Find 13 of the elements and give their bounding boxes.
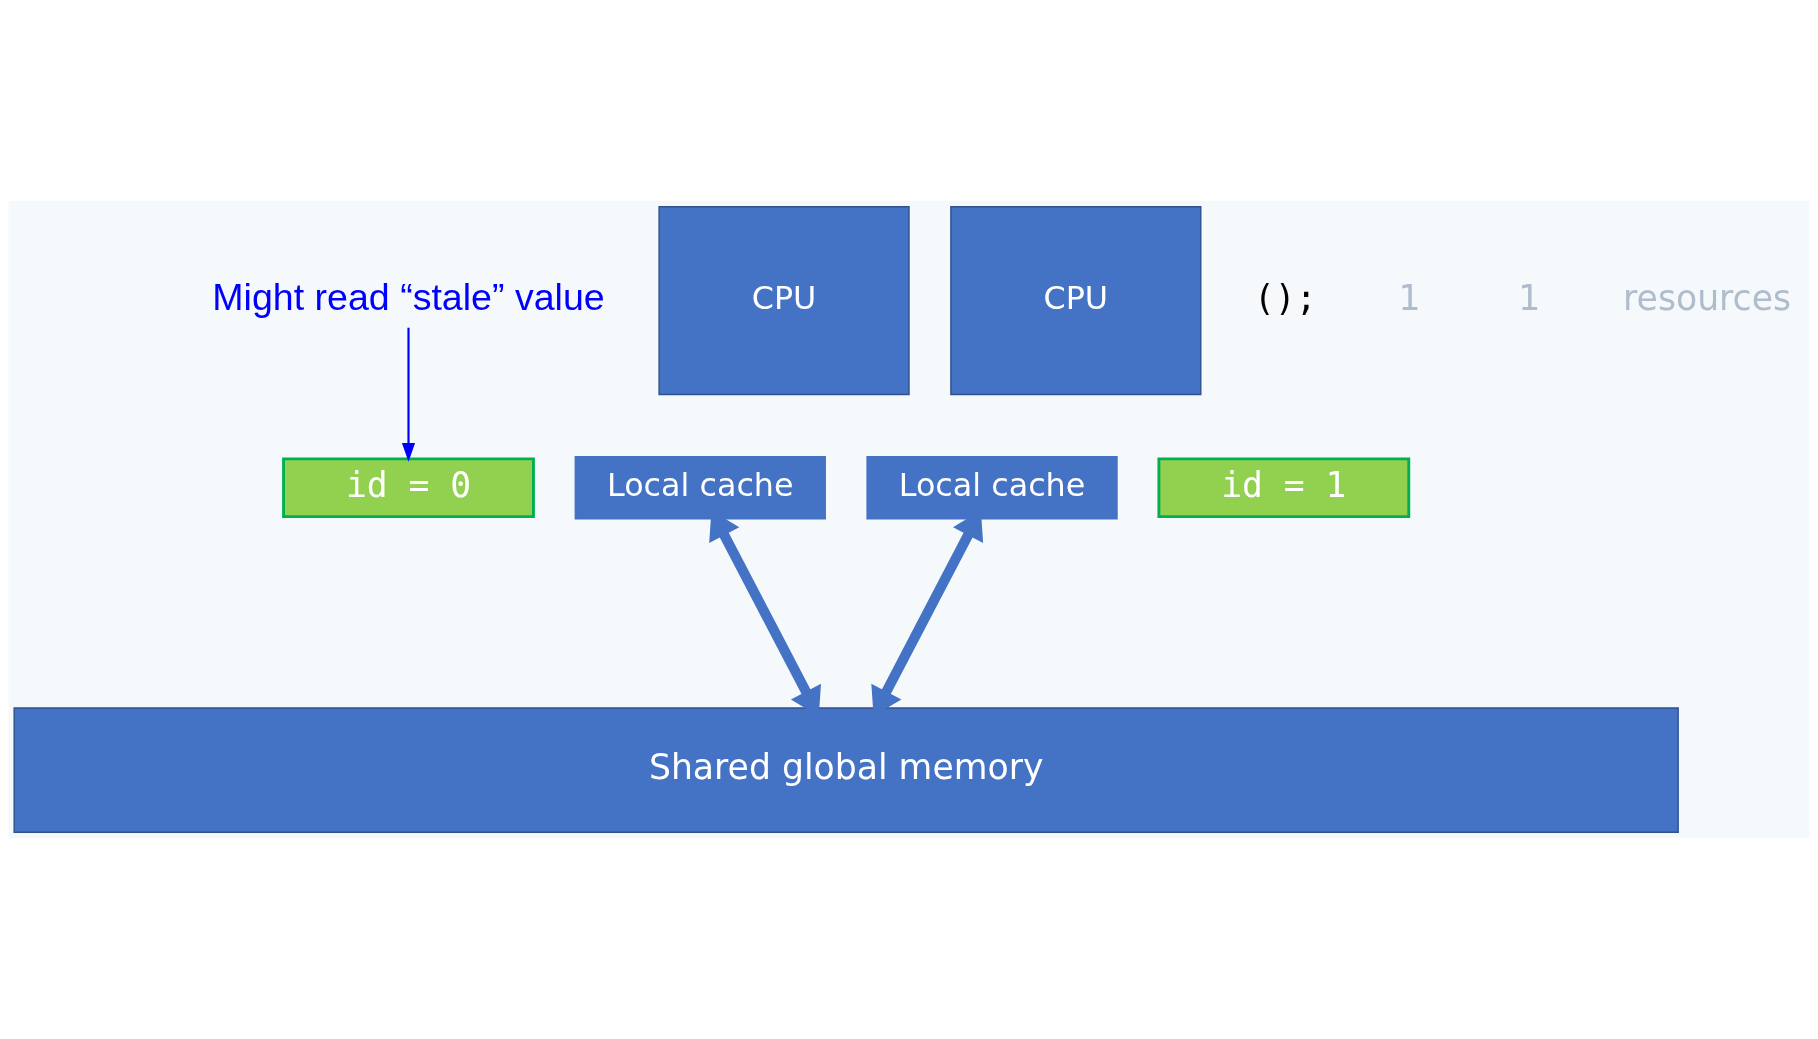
node-box: CPU [950, 206, 1202, 396]
node-box: Local cache [866, 455, 1118, 520]
label: 1 [1398, 277, 1421, 318]
node-box: CPU [658, 206, 910, 396]
arrow [401, 327, 416, 462]
label: resources [1623, 277, 1792, 318]
node-box: Shared global memory [13, 707, 1679, 833]
node-box: Local cache [574, 455, 826, 520]
label: 1 [1518, 277, 1541, 318]
node-box: id = 1 [1157, 457, 1411, 519]
node-box: id = 0 [282, 457, 535, 519]
label: (); [1253, 277, 1317, 318]
node-text: Might read “stale” value [212, 275, 605, 318]
